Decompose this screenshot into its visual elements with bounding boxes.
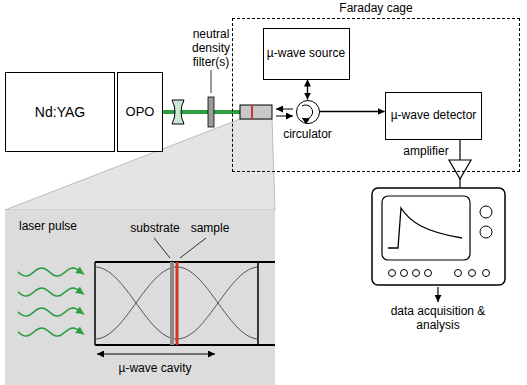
oscilloscope [372,188,505,285]
part-label: laser pulse [10,220,86,234]
connector-arrow [320,111,385,112]
part-label: amplifier [398,145,454,159]
button [469,270,476,277]
faraday-cage: Faraday cageµ-wave sourcecirculatorµ-wav… [232,18,520,172]
wire [459,179,460,188]
detector-box: µ-wave detector [385,92,483,140]
opo-box: OPO [117,72,163,152]
button [425,270,432,277]
box-label: µ-wave detector [391,109,477,123]
part-label: µ-wave cavity [100,362,210,376]
box-label: Nd:YAG [35,104,85,120]
circulator-symbol [302,105,313,119]
lens [172,100,184,124]
button [483,270,490,277]
signal-trace [388,208,462,248]
laser-box: Nd:YAG [5,72,115,152]
cavity-wall [95,344,275,346]
amplifier-symbol [449,160,471,179]
laser-pulse-wave [18,268,84,276]
button [413,270,420,277]
cavity-arrow [276,116,293,117]
cavity-wall [257,262,259,345]
laser-pulse-wave [18,288,84,296]
dimension-arrow [97,354,215,355]
circulator-circle: circulator [296,100,320,124]
box-label: OPO [126,105,155,120]
cavity-arrow [276,109,293,110]
laser-pulses [18,268,84,336]
connector-arrow [307,80,308,100]
cavity-wall [95,261,275,263]
part-label: data acquisition & analysis [383,305,493,333]
shape-heading: Faraday cage [339,2,412,16]
knob [480,226,492,238]
inset-panel [5,210,275,385]
part-label: sample [188,222,232,236]
leader-line [211,70,212,93]
button-row [389,270,490,277]
wire [459,140,460,160]
oscilloscope-screen [382,196,470,260]
sample-layer [176,262,179,345]
part-label: substrate [126,222,184,236]
leader-line [180,238,206,258]
shape-heading: circulator [283,128,332,142]
knob [480,206,492,218]
source-box: µ-wave source [263,28,350,80]
button [455,270,462,277]
output-arrow [437,287,438,302]
button [401,270,408,277]
substrate-layer [170,262,174,345]
cavity-wall [94,262,96,345]
laser-pulse-wave [18,308,84,316]
nd-filter [208,97,214,127]
box-label: µ-wave source [267,47,345,61]
sample-mark [251,105,253,119]
button [389,270,396,277]
part-label: neutral density filter(s) [180,28,242,69]
laser-pulse-wave [18,328,84,336]
leader-line [154,238,170,258]
microwave-cavity [240,105,272,119]
